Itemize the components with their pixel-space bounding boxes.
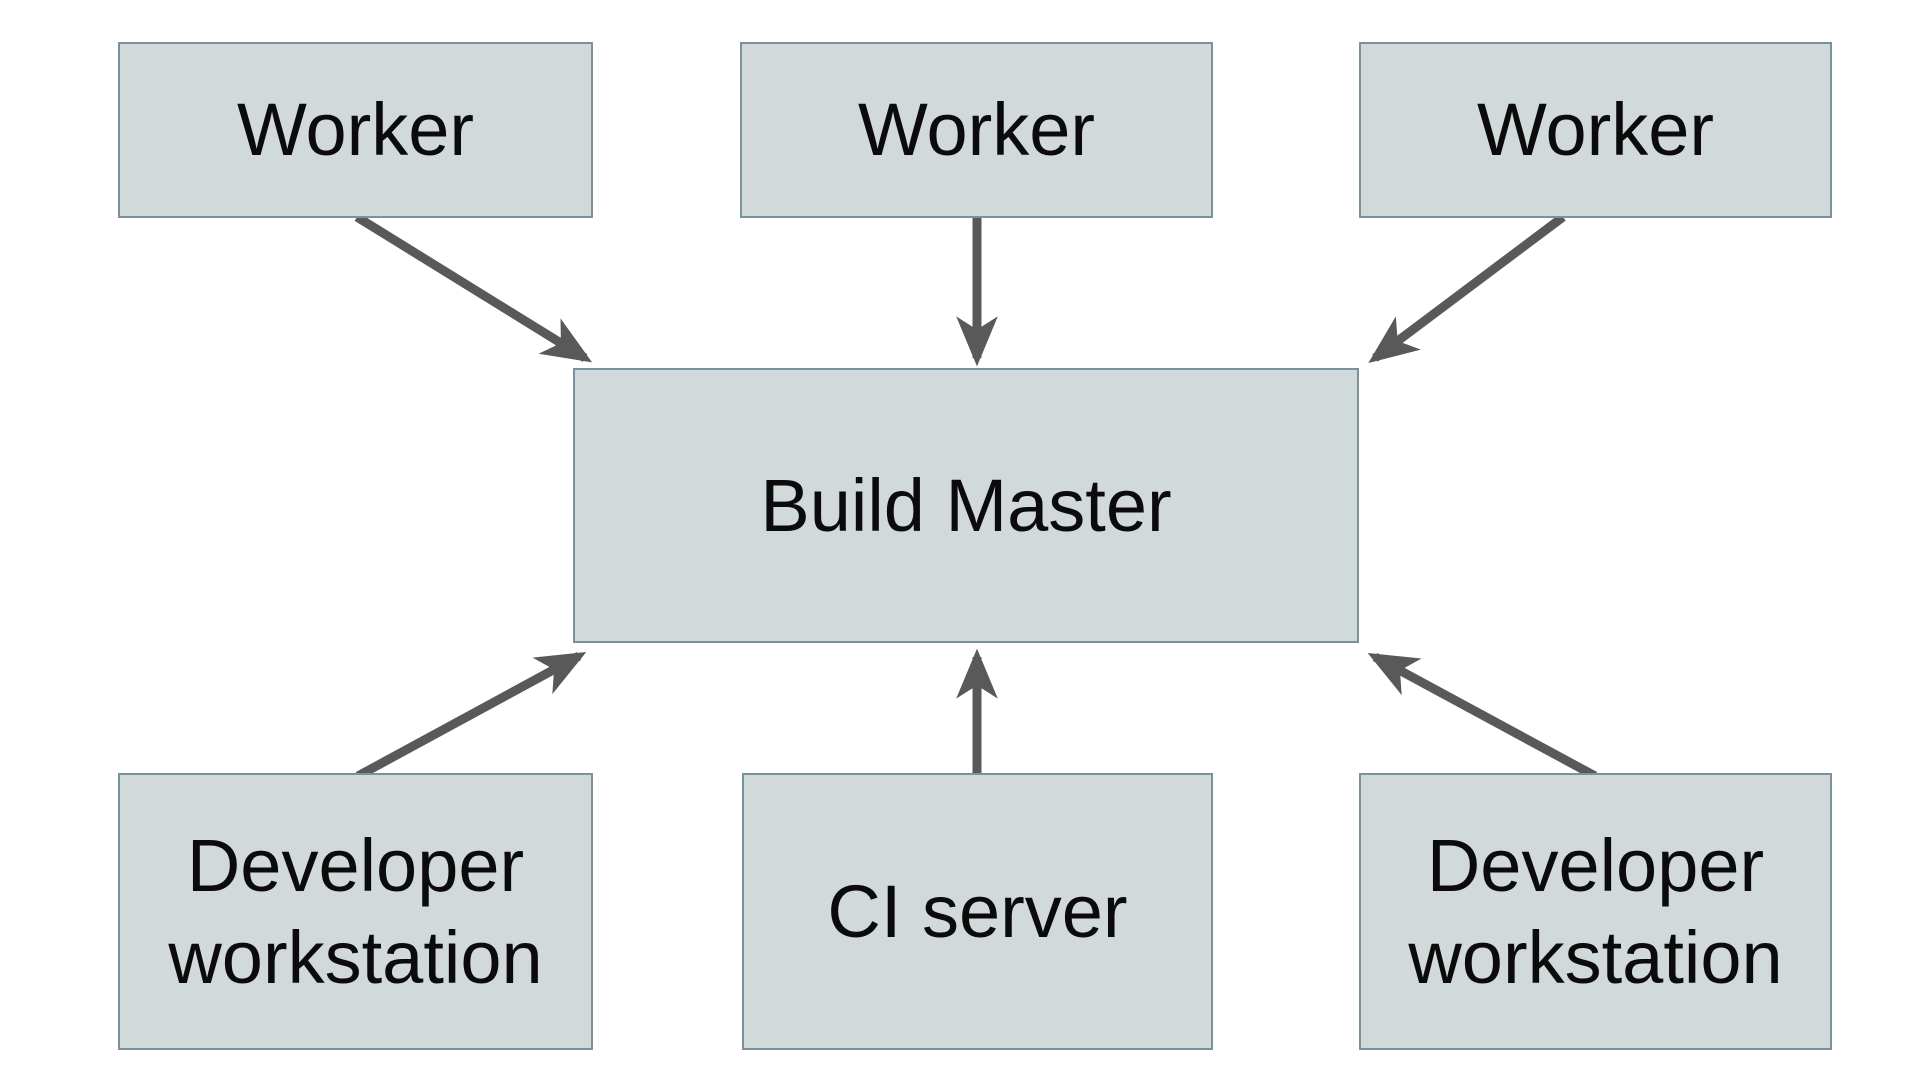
developer-workstation-node-label: Developer workstation [168,823,543,999]
worker-node-top-right: Worker [1359,42,1832,218]
build-master-node-label: Build Master [760,463,1172,547]
developer-workstation-node-label: Developer workstation [1408,823,1783,999]
arrow-worker-right-to-build-master [1368,213,1566,363]
worker-node-label: Worker [857,88,1096,172]
arrow-dev-workstation-left-to-build-master [355,652,587,780]
arrow-dev-workstation-right-to-build-master [1367,653,1598,780]
worker-node-label: Worker [236,88,475,172]
worker-node-label: Worker [1476,88,1715,172]
developer-workstation-node-left: Developer workstation [118,773,593,1050]
ci-server-node: CI server [742,773,1213,1050]
worker-node-top-center: Worker [740,42,1213,218]
developer-workstation-node-right: Developer workstation [1359,773,1832,1050]
worker-node-top-left: Worker [118,42,593,218]
ci-server-node-label: CI server [827,869,1128,953]
build-master-node: Build Master [573,368,1359,643]
arrow-worker-left-to-build-master [354,213,593,363]
